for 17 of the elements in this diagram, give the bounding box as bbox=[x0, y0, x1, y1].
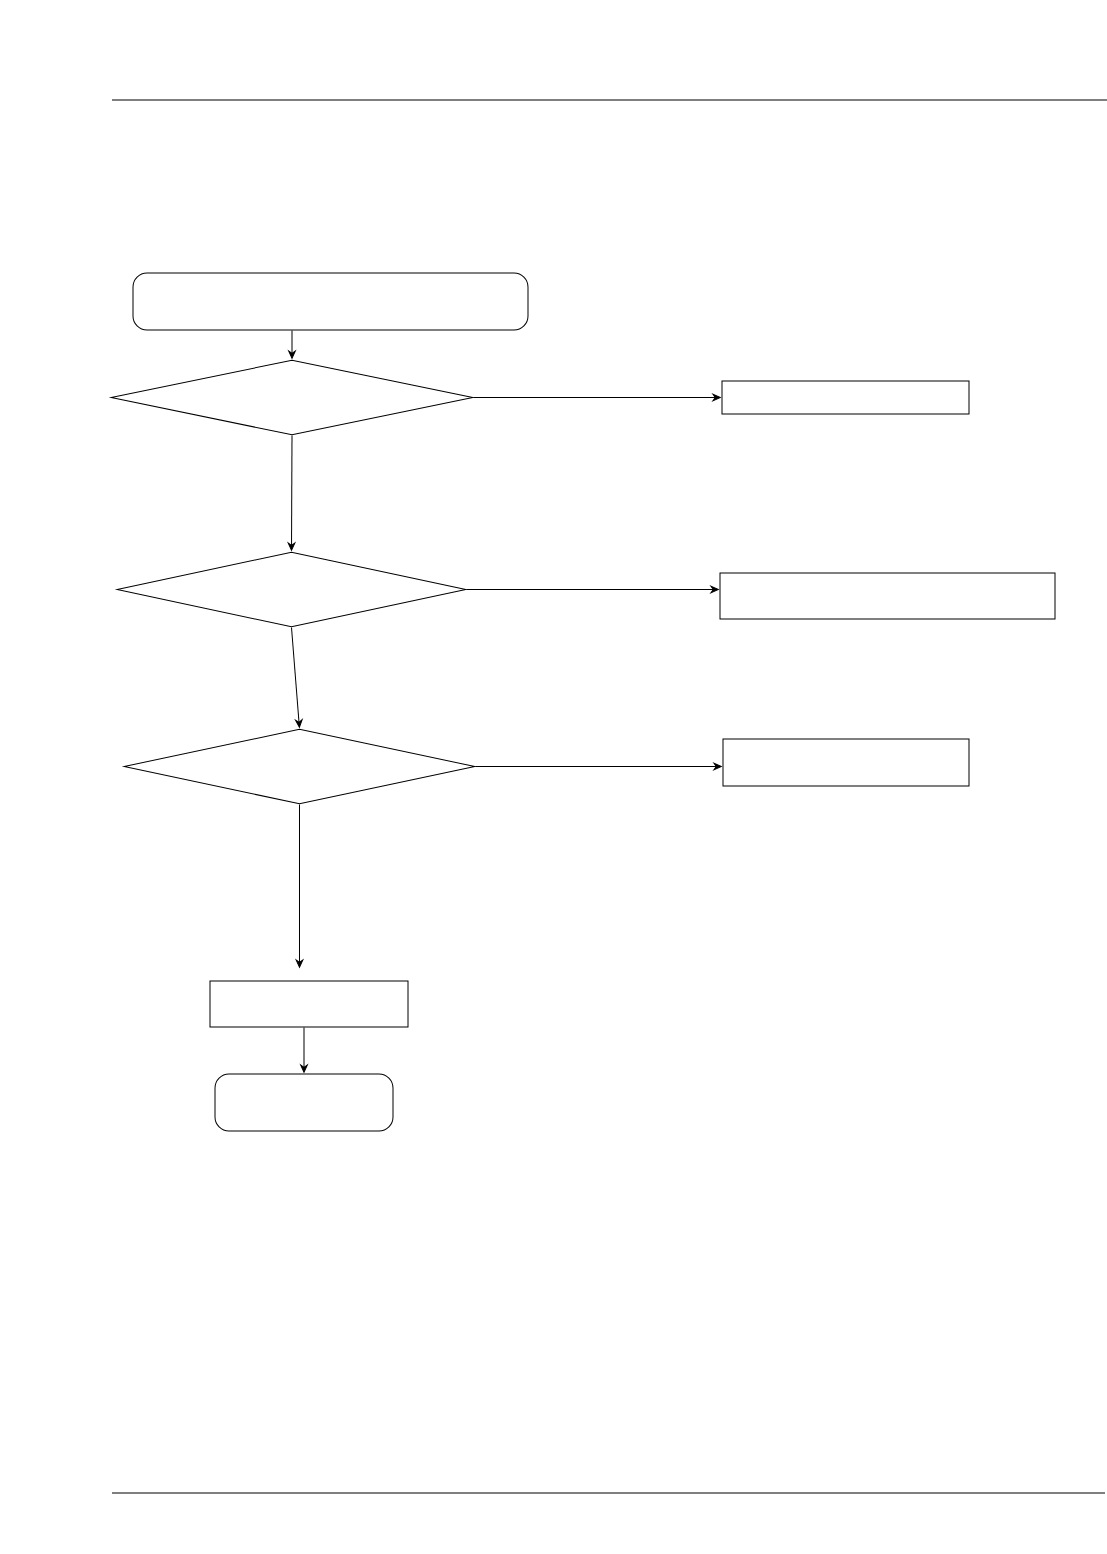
decision-diamond bbox=[123, 728, 476, 805]
decision-diamond bbox=[110, 359, 474, 436]
arrow bbox=[287, 435, 296, 551]
process-box bbox=[719, 572, 1056, 620]
rounded-box bbox=[132, 272, 529, 331]
arrow bbox=[291, 627, 303, 728]
rounded-box bbox=[214, 1073, 394, 1132]
process-box bbox=[209, 980, 409, 1028]
process-box bbox=[722, 738, 970, 787]
process-box bbox=[721, 380, 970, 415]
arrow bbox=[295, 804, 304, 968]
arrow bbox=[300, 1027, 308, 1073]
arrow bbox=[288, 330, 296, 359]
arrow bbox=[473, 393, 721, 402]
arrow bbox=[475, 762, 722, 771]
decision-diamond bbox=[116, 551, 467, 628]
arrow bbox=[466, 585, 719, 594]
